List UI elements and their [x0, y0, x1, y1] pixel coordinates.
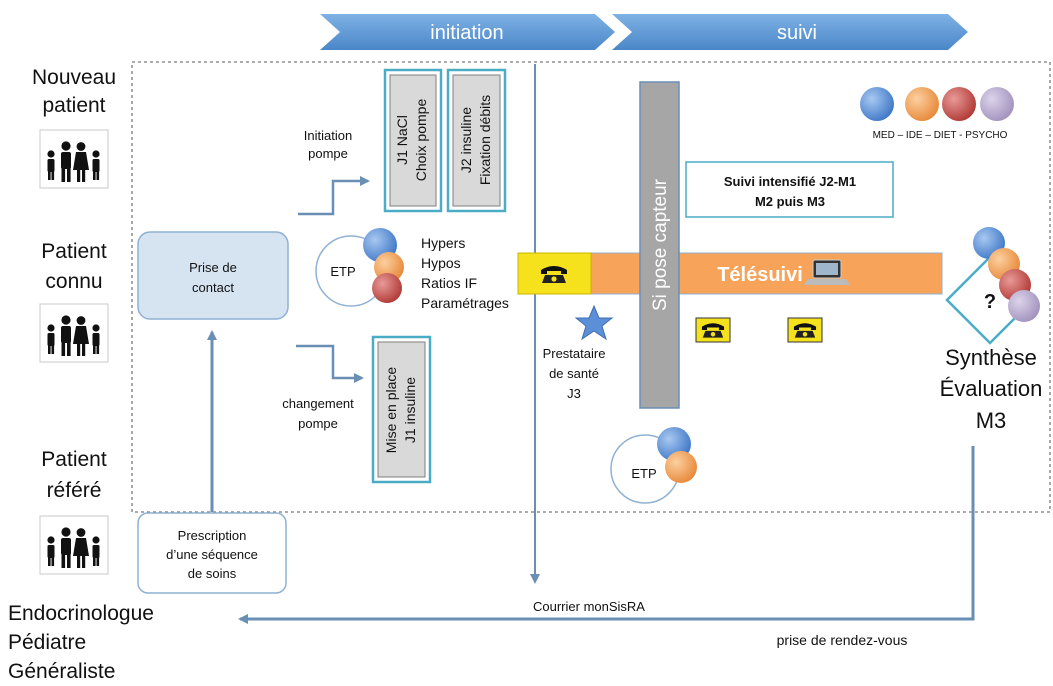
- initiation-pompe-line1: Initiation: [304, 128, 352, 143]
- new-patient-line1: Nouveau: [32, 66, 116, 89]
- etp-label: ETP: [330, 264, 355, 279]
- prescription-line2: d’une séquence: [166, 547, 258, 562]
- telesuivi-label: Télésuivi: [717, 264, 803, 286]
- box-j1-nacl: J1 NaCl Choix pompe: [383, 68, 443, 213]
- diet-circle: [372, 273, 402, 303]
- legend-psycho-circle: [980, 87, 1014, 121]
- prescriber-endocrinologue: Endocrinologue: [8, 602, 154, 625]
- courrier-label: Courrier monSisRA: [533, 599, 645, 614]
- prise-de-contact-box: Prise de contact: [137, 231, 289, 320]
- followup-phone-2: [787, 317, 823, 343]
- phase-initiation-label: initiation: [430, 22, 503, 44]
- prestataire-line2: de santé: [549, 366, 599, 381]
- prescription-line1: Prescription: [178, 528, 247, 543]
- question-mark: ?: [984, 291, 996, 313]
- box-j2-line1: J2 insuline: [458, 107, 474, 173]
- etp-cluster-suivi: ETP: [610, 427, 697, 504]
- arrow-initiation-pompe: [298, 176, 370, 216]
- phase-suivi: suivi: [612, 14, 968, 50]
- referred-patient-line1: Patient: [41, 448, 107, 471]
- synthese-line1: Synthèse: [945, 345, 1037, 370]
- referred-patient-line2: référé: [47, 479, 102, 502]
- phase-initiation: initiation: [320, 14, 615, 50]
- synthese-line2: Évaluation: [940, 376, 1043, 401]
- etp-cluster-main: ETP: [315, 228, 404, 307]
- etp-topic-hypers: Hypers: [421, 235, 465, 251]
- ide-circle: [665, 451, 697, 483]
- box-j1-line1: J1 NaCl: [394, 115, 410, 165]
- box-j2-insuline: J2 insuline Fixation débits: [446, 68, 507, 213]
- known-patient-family-icon: [39, 303, 109, 363]
- legend-med-circle: [860, 87, 894, 121]
- etp-topics: Hypers Hypos Ratios IF Paramétrages: [421, 235, 509, 311]
- prestataire-line3: J3: [567, 386, 581, 401]
- prescription-line3: de soins: [188, 566, 237, 581]
- box-mise-en-place: Mise en place J1 insuline: [371, 335, 432, 484]
- new-patient-family-icon: [39, 129, 109, 189]
- synthese-psycho-circle: [1008, 290, 1040, 322]
- prise-de-contact-line1: Prise de: [189, 260, 237, 275]
- legend-text: MED – IDE – DIET - PSYCHO: [873, 130, 1008, 141]
- telesuivi-phone-box: [517, 252, 592, 295]
- changement-pompe-line2: pompe: [298, 416, 338, 431]
- prescriber-pediatre: Pédiatre: [8, 631, 86, 654]
- capteur-label: Si pose capteur: [650, 178, 671, 311]
- capteur-bar: Si pose capteur: [639, 81, 680, 409]
- initiation-pompe-line2: pompe: [308, 146, 348, 161]
- box-mise-line1: Mise en place: [383, 367, 399, 454]
- arrow-changement-pompe: [296, 344, 364, 383]
- telesuivi-bar: Télésuivi: [517, 252, 943, 295]
- known-patient-line1: Patient: [41, 240, 107, 263]
- prescriber-generaliste: Généraliste: [8, 660, 115, 683]
- etp-label-suivi: ETP: [631, 466, 656, 481]
- etp-topic-parametrages: Paramétrages: [421, 295, 509, 311]
- legend-ide-circle: [905, 87, 939, 121]
- box-j1-line2: Choix pompe: [413, 99, 429, 182]
- known-patient-line2: connu: [45, 270, 102, 293]
- rendezvous-label: prise de rendez-vous: [777, 632, 908, 648]
- prestataire-line1: Prestataire: [543, 346, 606, 361]
- arrow-return-to-prescriber: [238, 446, 975, 624]
- suivi-intensifie-box: Suivi intensifié J2-M1 M2 puis M3: [685, 161, 894, 218]
- phase-suivi-label: suivi: [777, 22, 817, 44]
- prescription-box: Prescription d’une séquence de soins: [137, 512, 287, 594]
- referred-patient-family-icon: [39, 515, 109, 575]
- synthese-evaluation: ?: [945, 227, 1040, 345]
- box-j2-line2: Fixation débits: [477, 95, 493, 185]
- synthese-line3: M3: [976, 408, 1007, 433]
- box-mise-line2: J1 insuline: [402, 377, 418, 443]
- etp-topic-ratios: Ratios IF: [421, 275, 477, 291]
- laptop-icon: [804, 259, 850, 285]
- prestataire-star-icon: [574, 304, 614, 341]
- initiation-suivi-frame: [131, 61, 1051, 513]
- suivi-intensifie-line2: M2 puis M3: [755, 194, 825, 209]
- changement-pompe-line1: changement: [282, 396, 354, 411]
- suivi-intensifie-line1: Suivi intensifié J2-M1: [724, 174, 856, 189]
- etp-topic-hypos: Hypos: [421, 255, 461, 271]
- legend-diet-circle: [942, 87, 976, 121]
- professional-legend: MED – IDE – DIET - PSYCHO: [860, 87, 1014, 141]
- new-patient-line2: patient: [42, 94, 105, 117]
- prise-de-contact-line2: contact: [192, 280, 234, 295]
- followup-phone-1: [695, 317, 731, 343]
